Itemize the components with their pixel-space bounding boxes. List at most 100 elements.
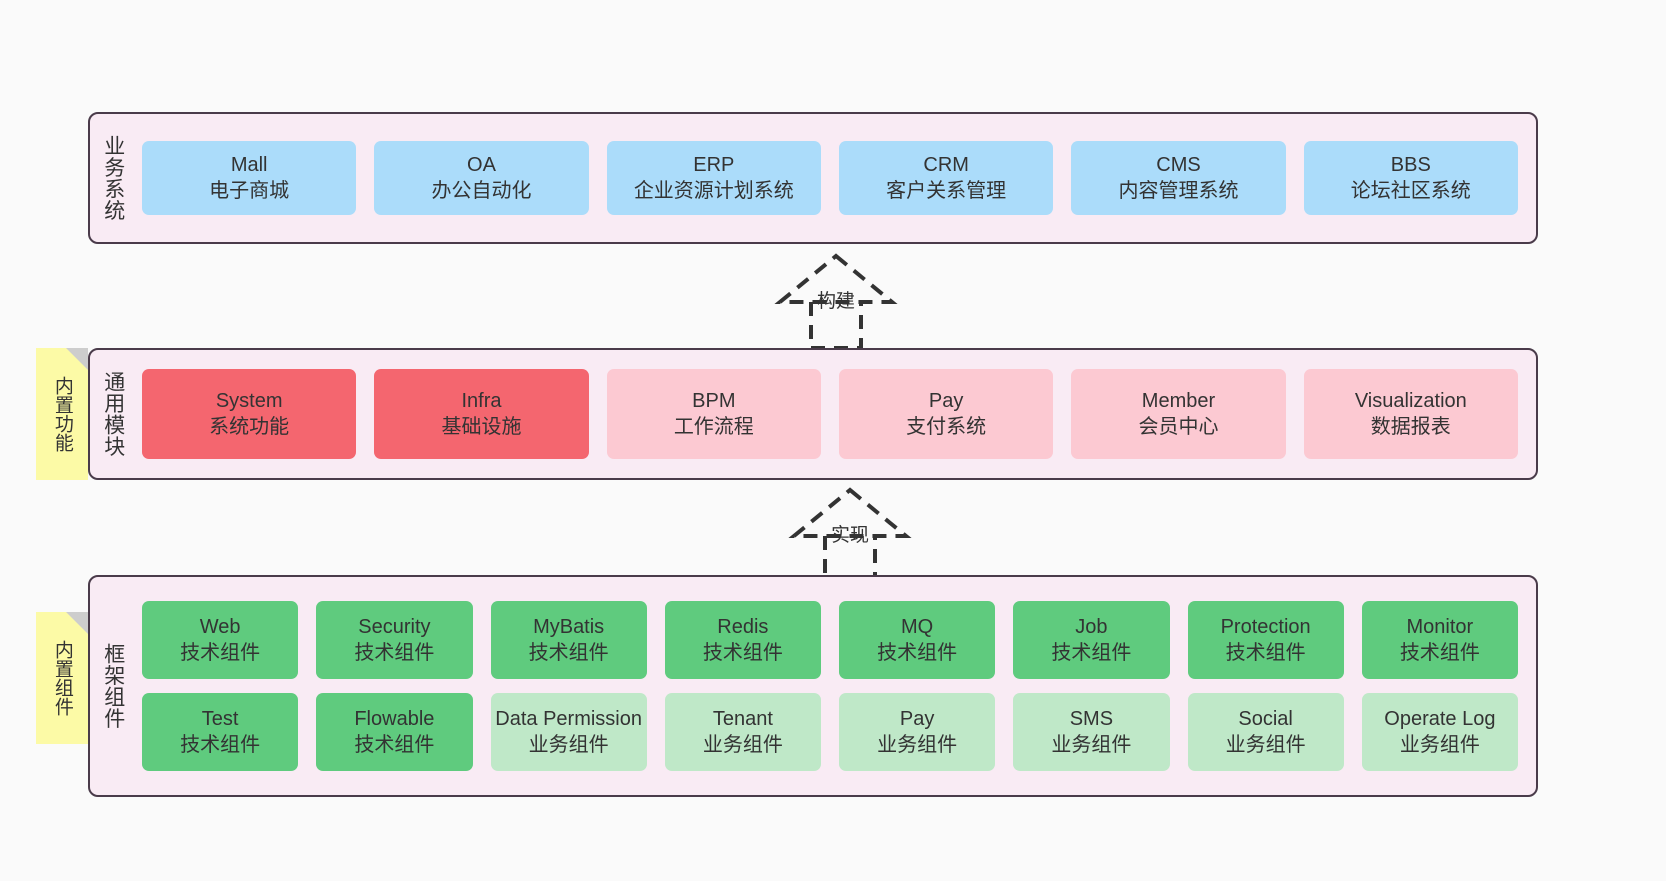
card-mall[interactable]: Mall 电子商城 <box>142 141 357 215</box>
sticky-fold-corner-icon <box>66 612 88 634</box>
sticky-note-builtin-components: 内置组件 <box>36 612 88 744</box>
sticky-fold-corner-icon <box>66 348 88 370</box>
card-visualization[interactable]: Visualization 数据报表 <box>1303 369 1518 459</box>
card-title-en: Redis <box>717 616 769 638</box>
card-title-en: Data Permission <box>495 708 642 730</box>
card-title-cn: 支付系统 <box>906 416 987 438</box>
card-title-en: BPM <box>692 390 736 412</box>
card-title-en: MyBatis <box>533 616 605 638</box>
card-title-en: Infra <box>461 390 502 412</box>
card-title-cn: 论坛社区系统 <box>1350 180 1471 202</box>
card-title-en: Protection <box>1220 616 1311 638</box>
card-title-cn: 业务组件 <box>702 734 783 756</box>
card-pay[interactable]: Pay 支付系统 <box>838 369 1054 459</box>
connector-implement: 实现 <box>770 487 930 590</box>
card-title-cn: 办公自动化 <box>431 180 532 202</box>
card-title-en: ERP <box>693 154 735 176</box>
card-title-en: Tenant <box>712 708 773 730</box>
card-title-cn: 技术组件 <box>528 642 609 664</box>
card-title-cn: 数据报表 <box>1370 416 1451 438</box>
card-operate-log[interactable]: Operate Log 业务组件 <box>1361 693 1518 771</box>
card-web[interactable]: Web 技术组件 <box>142 601 299 679</box>
card-title-cn: 客户关系管理 <box>886 180 1007 202</box>
card-title-cn: 技术组件 <box>877 642 958 664</box>
card-system[interactable]: System 系统功能 <box>142 369 357 459</box>
card-social[interactable]: Social 业务组件 <box>1187 693 1344 771</box>
card-title-cn: 技术组件 <box>1399 642 1480 664</box>
card-title-cn: 基础设施 <box>441 416 522 438</box>
card-title-en: Pay <box>899 708 935 730</box>
section-label-business-systems: 业务系统 <box>101 135 125 221</box>
card-flowable[interactable]: Flowable 技术组件 <box>316 693 473 771</box>
card-row: Mall 电子商城 OA 办公自动化 ERP 企业资源计划系统 CRM 客户关系… <box>142 141 1518 215</box>
card-title-en: Social <box>1238 708 1293 730</box>
card-title-cn: 工作流程 <box>673 416 754 438</box>
card-bbs[interactable]: BBS 论坛社区系统 <box>1303 141 1518 215</box>
card-title-cn: 业务组件 <box>528 734 609 756</box>
card-test[interactable]: Test 技术组件 <box>142 693 299 771</box>
card-title-cn: 技术组件 <box>354 734 435 756</box>
card-pay-component[interactable]: Pay 业务组件 <box>839 693 996 771</box>
card-row: System 系统功能 Infra 基础设施 BPM 工作流程 Pay 支付系统… <box>142 369 1518 459</box>
card-job[interactable]: Job 技术组件 <box>1013 601 1170 679</box>
card-erp[interactable]: ERP 企业资源计划系统 <box>606 141 821 215</box>
card-title-cn: 技术组件 <box>702 642 783 664</box>
card-title-en: MQ <box>901 616 934 638</box>
card-title-cn: 技术组件 <box>354 642 435 664</box>
card-title-en: Job <box>1075 616 1108 638</box>
card-title-en: Test <box>201 708 239 730</box>
card-title-en: Security <box>358 616 431 638</box>
card-title-cn: 业务组件 <box>1225 734 1306 756</box>
section-framework-components: 框架组件 Web 技术组件 Security 技术组件 MyBatis 技术组件… <box>88 575 1538 797</box>
card-title-cn: 内容管理系统 <box>1118 180 1239 202</box>
card-title-en: OA <box>467 154 496 176</box>
card-title-en: Member <box>1141 390 1216 412</box>
card-title-en: Visualization <box>1354 390 1467 412</box>
card-data-permission[interactable]: Data Permission 业务组件 <box>490 693 647 771</box>
card-infra[interactable]: Infra 基础设施 <box>374 369 589 459</box>
card-tenant[interactable]: Tenant 业务组件 <box>664 693 821 771</box>
connector-label-build: 构建 <box>816 291 856 312</box>
card-title-cn: 企业资源计划系统 <box>633 180 794 202</box>
card-title-en: Operate Log <box>1384 708 1496 730</box>
connector-build: 构建 <box>756 253 916 356</box>
card-monitor[interactable]: Monitor 技术组件 <box>1361 601 1518 679</box>
card-title-en: Monitor <box>1406 616 1474 638</box>
section-label-framework-components: 框架组件 <box>101 643 125 729</box>
card-title-cn: 系统功能 <box>209 416 290 438</box>
card-oa[interactable]: OA 办公自动化 <box>374 141 589 215</box>
card-title-en: CMS <box>1156 154 1201 176</box>
sticky-note-label: 内置功能 <box>51 376 73 452</box>
card-title-cn: 技术组件 <box>180 642 261 664</box>
card-mybatis[interactable]: MyBatis 技术组件 <box>490 601 647 679</box>
card-title-cn: 技术组件 <box>1051 642 1132 664</box>
card-redis[interactable]: Redis 技术组件 <box>664 601 821 679</box>
card-title-en: Web <box>199 616 241 638</box>
card-sms[interactable]: SMS 业务组件 <box>1013 693 1170 771</box>
card-title-en: BBS <box>1390 154 1431 176</box>
card-protection[interactable]: Protection 技术组件 <box>1187 601 1344 679</box>
card-cms[interactable]: CMS 内容管理系统 <box>1071 141 1286 215</box>
connector-label-implement: 实现 <box>830 525 870 546</box>
card-mq[interactable]: MQ 技术组件 <box>839 601 996 679</box>
card-member[interactable]: Member 会员中心 <box>1071 369 1286 459</box>
card-title-cn: 业务组件 <box>1051 734 1132 756</box>
section-body-common-modules: System 系统功能 Infra 基础设施 BPM 工作流程 Pay 支付系统… <box>136 350 1536 478</box>
section-body-framework-components: Web 技术组件 Security 技术组件 MyBatis 技术组件 Redi… <box>136 577 1536 795</box>
card-title-cn: 技术组件 <box>180 734 261 756</box>
card-security[interactable]: Security 技术组件 <box>316 601 473 679</box>
sticky-note-builtin-features: 内置功能 <box>36 348 88 480</box>
sticky-note-label: 内置组件 <box>51 640 73 716</box>
card-title-en: SMS <box>1069 708 1114 730</box>
card-title-en: Flowable <box>354 708 435 730</box>
card-title-cn: 技术组件 <box>1225 642 1306 664</box>
section-body-business-systems: Mall 电子商城 OA 办公自动化 ERP 企业资源计划系统 CRM 客户关系… <box>136 114 1536 242</box>
card-bpm[interactable]: BPM 工作流程 <box>606 369 821 459</box>
card-row: Web 技术组件 Security 技术组件 MyBatis 技术组件 Redi… <box>142 601 1518 679</box>
section-label-common-modules: 通用模块 <box>101 371 125 457</box>
section-business-systems: 业务系统 Mall 电子商城 OA 办公自动化 ERP 企业资源计划系统 CRM… <box>88 112 1538 244</box>
card-title-en: CRM <box>923 154 969 176</box>
card-row: Test 技术组件 Flowable 技术组件 Data Permission … <box>142 693 1518 771</box>
card-crm[interactable]: CRM 客户关系管理 <box>838 141 1054 215</box>
